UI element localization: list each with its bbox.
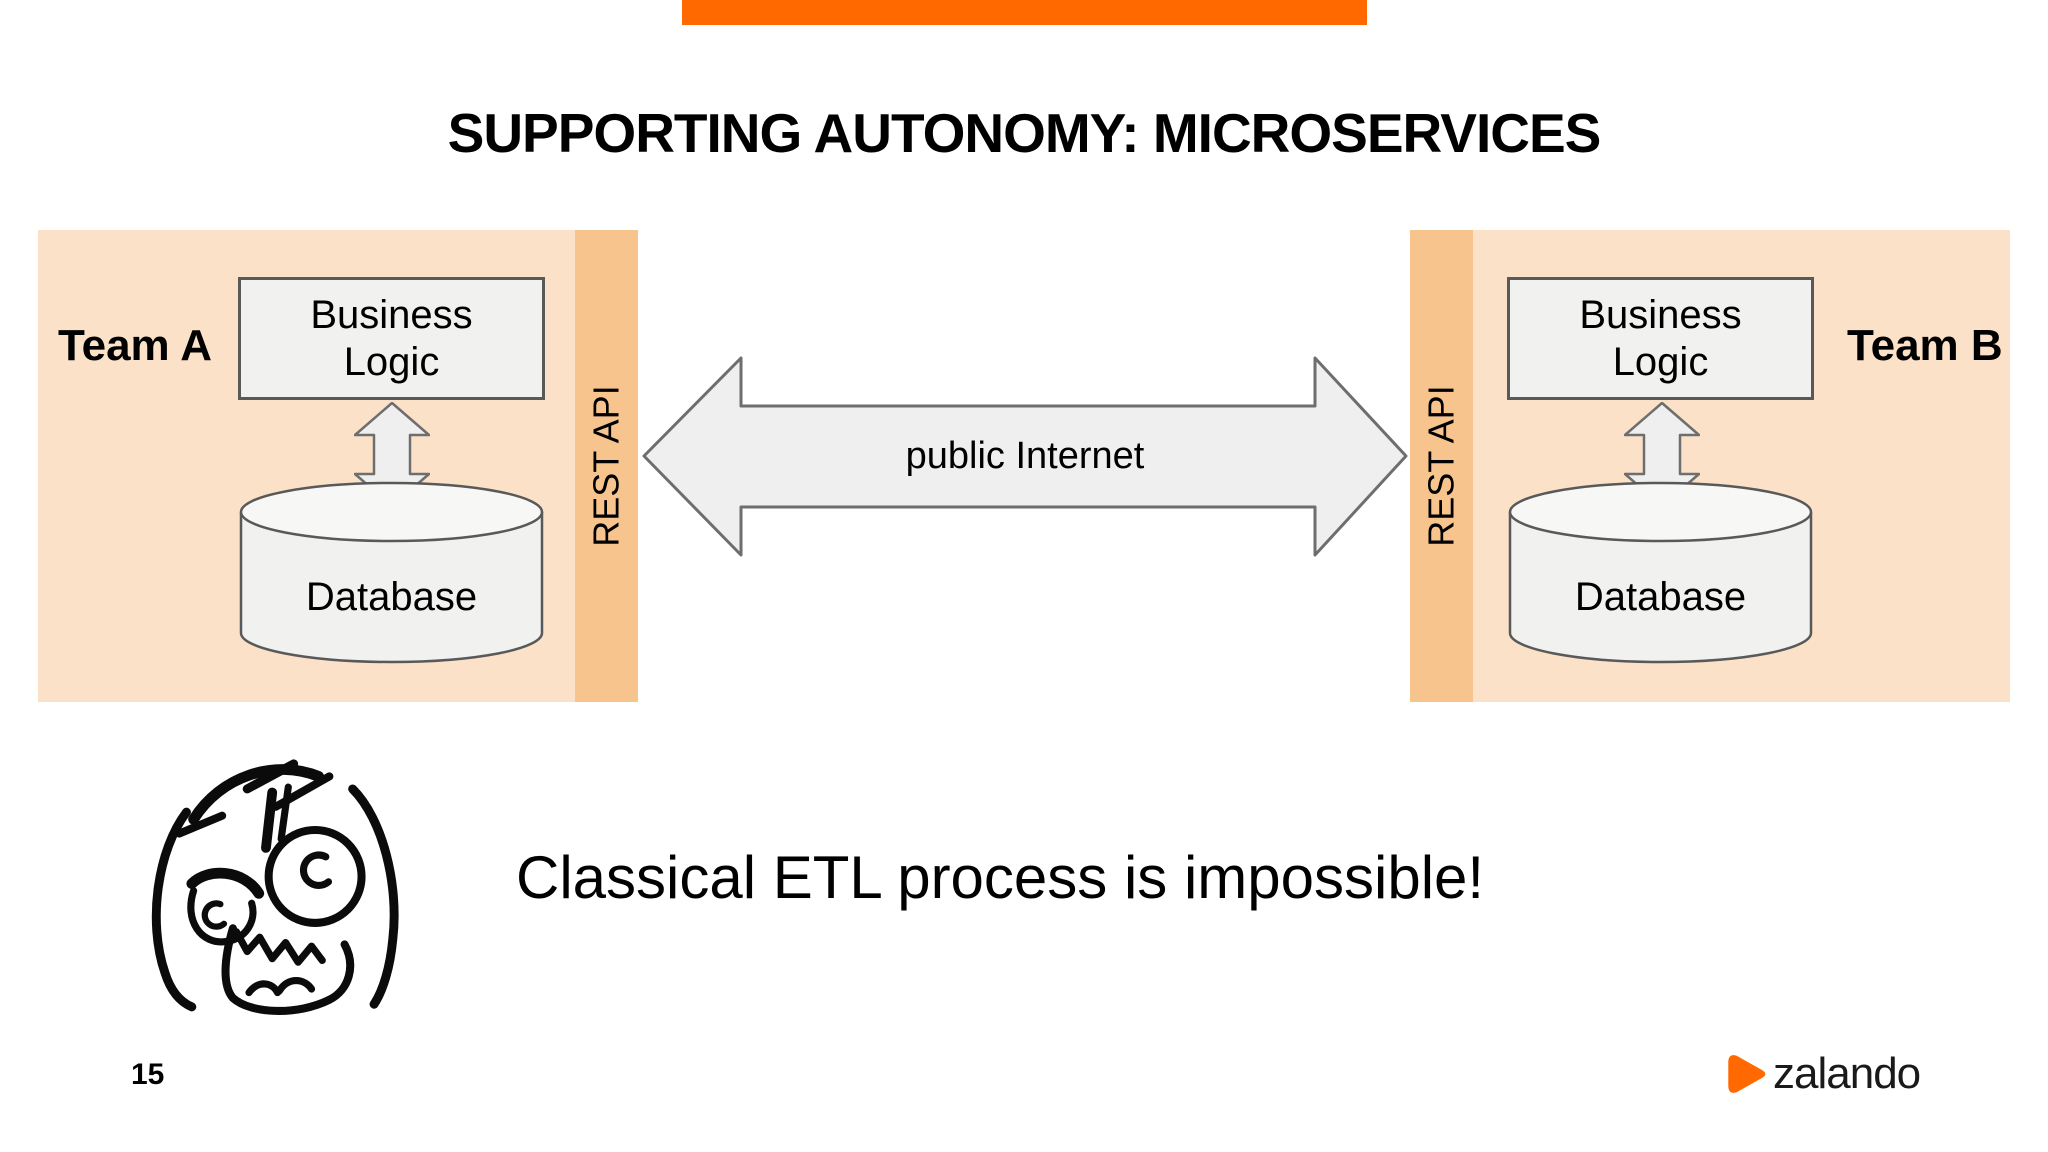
team-b-rest-api-label: REST API [1420,385,1462,547]
caption-text: Classical ETL process is impossible! [516,844,1485,911]
zalando-logo-icon [1728,1055,1766,1093]
team-b-business-logic-box: Business Logic [1507,277,1814,400]
team-a-database-cylinder-icon [239,481,544,664]
team-b-database-cylinder-icon [1508,481,1813,664]
team-b-panel: Team B Business Logic Database REST API [1410,230,2010,702]
rage-face-image [151,759,399,1015]
team-b-database-label: Database [1574,574,1747,619]
team-b-rest-api-strip: REST API [1410,230,1473,702]
team-a-business-logic-box: Business Logic [238,277,545,400]
team-b-label: Team B [1847,321,2003,370]
team-a-database-label: Database [305,574,478,619]
team-a-panel: Team A Business Logic Database REST API [38,230,638,702]
team-a-rest-api-label: REST API [585,385,627,547]
internet-arrow-label: public Internet [905,435,1145,477]
zalando-brand-text: zalando [1773,1049,1921,1098]
header-accent-bar [682,0,1367,25]
team-a-label: Team A [58,321,213,370]
internet-arrow-icon [642,356,1408,557]
page-number: 15 [131,1058,165,1091]
page-title: SUPPORTING AUTONOMY: MICROSERVICES [447,102,1602,164]
team-a-rest-api-strip: REST API [575,230,638,702]
zalando-logo: zalando [1724,1049,1921,1098]
